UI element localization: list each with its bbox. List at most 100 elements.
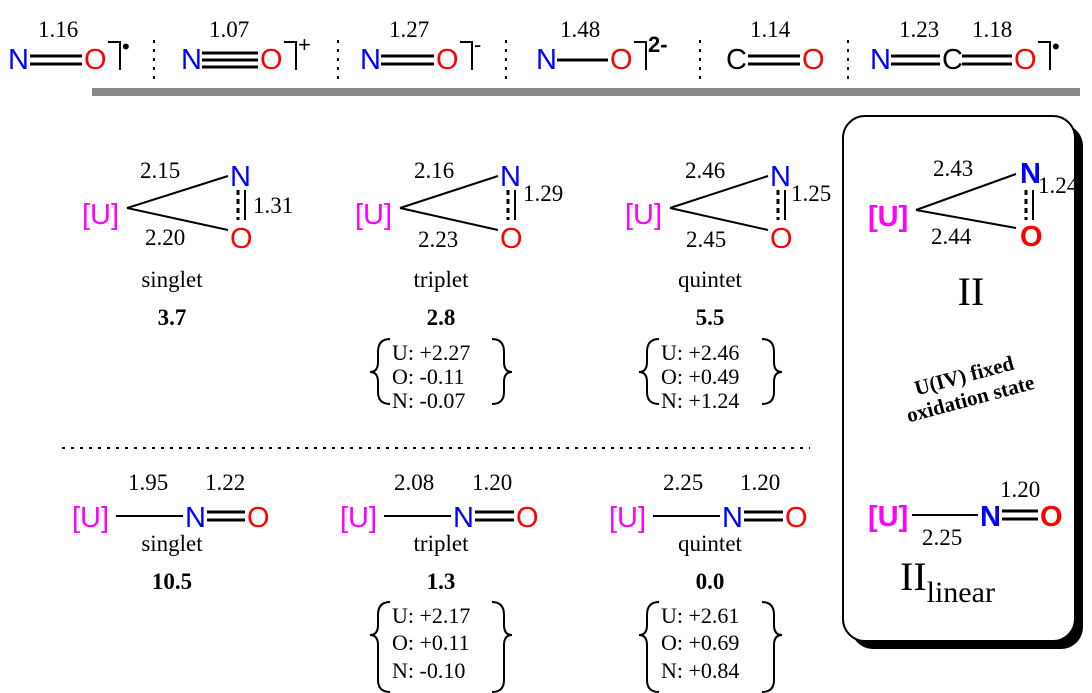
- bond-length-no: 1.22: [205, 470, 245, 495]
- atom-o: O: [516, 502, 539, 534]
- spin-o: O: +0.69: [661, 630, 739, 655]
- spin-brace-right: [491, 338, 513, 405]
- bond-length: 1.23: [899, 17, 939, 42]
- state-label: singlet: [141, 267, 203, 292]
- structure-label-sub: linear: [927, 576, 995, 609]
- bond-length-no: 1.31: [253, 193, 293, 218]
- bond-u-n: [915, 173, 1017, 211]
- bond-length-no: 1.29: [523, 181, 563, 206]
- ref-no-anion: 1.27 N O -: [360, 17, 481, 76]
- bond-u-n: [126, 175, 229, 209]
- atom-u: [U]: [868, 501, 908, 533]
- structure-label: II: [958, 269, 985, 314]
- bond-length-uo: 2.20: [145, 225, 185, 250]
- bond-length-no: 1.24: [1038, 173, 1079, 198]
- bond-length-un: 2.16: [414, 158, 454, 183]
- energy-value: 5.5: [696, 305, 725, 330]
- atom-o: O: [436, 44, 459, 76]
- side-on-singlet: 2.15 N [U] 1.31 O 2.20 singlet 3.7: [82, 158, 293, 330]
- spin-u: U: +2.61: [661, 603, 739, 628]
- charge-bracket: [108, 41, 121, 70]
- bond-length-un: 2.46: [685, 158, 725, 183]
- state-label: triplet: [414, 531, 470, 556]
- atom-n: N: [1020, 158, 1041, 190]
- charge-label: 2-: [648, 32, 668, 57]
- linear-triplet: 2.08 1.20 [U] N O triplet 1.3 U: +2.17 O…: [340, 470, 539, 693]
- atom-u: [U]: [609, 502, 646, 534]
- spin-brace-right: [761, 338, 783, 405]
- atom-o: O: [247, 502, 270, 534]
- atom-u: [U]: [72, 502, 109, 534]
- spin-n: N: -0.07: [392, 388, 465, 413]
- state-label: quintet: [678, 267, 742, 292]
- linear-singlet: 1.95 1.22 [U] N O singlet 10.5: [72, 470, 270, 594]
- atom-n: N: [980, 501, 1001, 533]
- bond-u-o: [915, 209, 1017, 229]
- state-label: quintet: [678, 531, 742, 556]
- atom-n: N: [453, 502, 474, 534]
- bond-length-no: 1.25: [791, 181, 831, 206]
- bond-length-uo: 2.23: [418, 227, 458, 252]
- charge-bracket: [460, 41, 473, 70]
- atom-n: N: [230, 161, 251, 193]
- bond-length-un: 2.15: [140, 158, 180, 183]
- atom-u: [U]: [355, 199, 392, 231]
- bond-length-un: 2.25: [663, 470, 703, 495]
- header-rule: [92, 88, 1080, 96]
- spin-u: U: +2.27: [392, 340, 470, 365]
- atom-u: [U]: [340, 502, 377, 534]
- linear-quintet: 2.25 1.20 [U] N O quintet 0.0 U: +2.61 O…: [609, 470, 808, 693]
- charge-bracket: [284, 41, 297, 70]
- charge-label: +: [298, 32, 311, 57]
- spin-n: N: +1.24: [661, 388, 739, 413]
- atom-n: N: [722, 502, 743, 534]
- atom-o: O: [770, 223, 793, 255]
- charge-bracket: [634, 41, 647, 70]
- energy-value: 1.3: [427, 569, 456, 594]
- structure-label: IIlinear: [900, 554, 995, 609]
- atom-n: N: [500, 161, 521, 193]
- bond-length: 1.16: [38, 17, 78, 42]
- atom-o: O: [610, 44, 633, 76]
- atom-o: O: [1014, 44, 1037, 76]
- atom-u: [U]: [868, 201, 908, 233]
- atom-o: O: [785, 502, 808, 534]
- atom-o: O: [1040, 501, 1063, 533]
- spin-brace-left: [369, 601, 391, 693]
- atom-o: O: [260, 44, 283, 76]
- atom-n: N: [770, 161, 791, 193]
- spin-brace-left: [638, 601, 660, 693]
- bond-u-o: [399, 207, 499, 231]
- energy-value: 3.7: [158, 305, 187, 330]
- charge-label: -: [474, 32, 481, 57]
- spin-n: N: -0.10: [392, 658, 465, 683]
- fixed-oxidation-box: 2.43 N [U] 1.24 O 2.44 II U(IV) fixed ox…: [842, 115, 1083, 649]
- bond-u-n: [399, 175, 499, 209]
- energy-value: 0.0: [696, 569, 725, 594]
- spin-o: O: -0.11: [392, 364, 465, 389]
- bond-length-no: 1.20: [472, 470, 512, 495]
- spin-brace-right: [491, 601, 513, 693]
- atom-n: N: [360, 44, 381, 76]
- atom-o: O: [1020, 221, 1043, 253]
- spin-brace-right: [761, 601, 783, 693]
- spin-o: O: +0.49: [661, 364, 739, 389]
- spin-o: O: +0.11: [392, 630, 470, 655]
- bond-u-n: [669, 175, 769, 209]
- charge-label: •: [1052, 34, 1060, 59]
- atom-o: O: [84, 44, 107, 76]
- bond-length-un: 2.08: [394, 470, 434, 495]
- charge-label: •: [122, 34, 130, 59]
- atom-o: O: [500, 223, 523, 255]
- ref-no-radical: 1.16 N O •: [8, 17, 130, 76]
- atom-n: N: [8, 44, 29, 76]
- bond-length: 1.48: [560, 17, 600, 42]
- bond-u-o: [126, 207, 229, 231]
- bond-length-uo: 2.44: [931, 224, 972, 249]
- spin-n: N: +0.84: [661, 658, 739, 683]
- ref-co: 1.14 C O: [726, 17, 825, 76]
- state-label: singlet: [141, 531, 203, 556]
- atom-n: N: [870, 44, 891, 76]
- spin-u: U: +2.17: [392, 603, 470, 628]
- atom-o: O: [802, 44, 825, 76]
